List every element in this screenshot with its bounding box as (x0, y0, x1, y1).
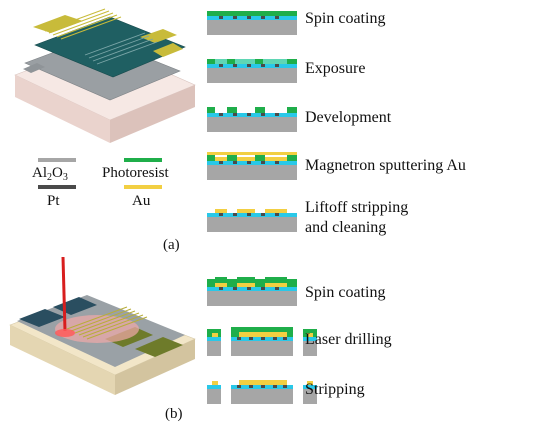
panel-label-b: (b) (165, 406, 183, 422)
step-a2-label: Exposure (305, 60, 366, 77)
step-a2-exposure (207, 55, 297, 83)
step-a1-label: Spin coating (305, 10, 386, 27)
panel-label-a: (a) (163, 237, 180, 253)
legend-swatch-pt (38, 185, 76, 189)
step-b2-label: Laser drilling (305, 331, 392, 348)
step-b1-label: Spin coating (305, 284, 386, 301)
legend-swatch-au (124, 185, 162, 189)
step-a5-label-line2: and cleaning (305, 219, 387, 236)
step-a1-spin-coating (207, 7, 297, 35)
legend-label-photoresist: Photoresist (102, 165, 169, 181)
legend-label-al2o3: Al2O3 (32, 165, 68, 183)
step-b1-spin-coating (207, 268, 297, 306)
legend-label-au: Au (132, 193, 151, 209)
step-a5-liftoff (207, 196, 297, 232)
legend-swatch-al2o3 (38, 158, 76, 162)
legend-label-pt: Pt (47, 193, 60, 209)
legend-swatch-photoresist (124, 158, 162, 162)
step-b3-stripping (207, 370, 317, 404)
step-a5-label-line1: Liftoff stripping (305, 199, 409, 216)
step-a4-label: Magnetron sputtering Au (305, 157, 466, 174)
step-a4-sputtering (207, 148, 297, 180)
step-a3-development (207, 100, 297, 132)
step-a3-label: Development (305, 109, 392, 126)
device-3d-illustration-a (14, 8, 196, 143)
device-3d-illustration-b (9, 257, 196, 395)
step-b3-label: Stripping (305, 381, 365, 398)
step-b2-laser-drilling (207, 318, 317, 356)
